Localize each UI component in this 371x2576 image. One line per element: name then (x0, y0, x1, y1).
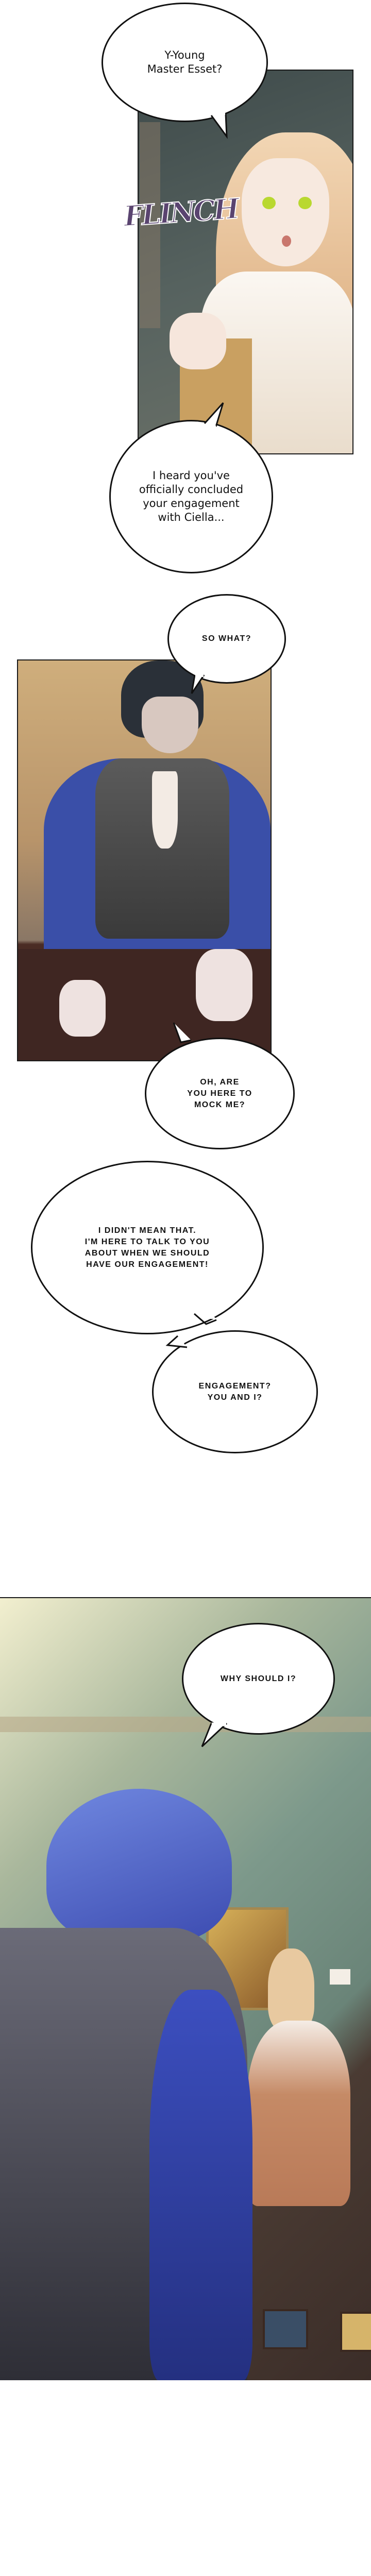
speech-bubble-didnt-mean: I DIDN'T MEAN THAT. I'M HERE TO TALK TO … (31, 1161, 264, 1334)
woman-mouth (282, 235, 291, 247)
photo-frame (340, 2312, 371, 2352)
ceiling-molding (0, 1717, 371, 1732)
speech-bubble-young-master: Y-Young Master Esset? (102, 3, 268, 122)
speech-text: I heard you've officially concluded your… (139, 469, 244, 523)
photo-frame (263, 2309, 308, 2349)
door-frame (140, 122, 160, 328)
wall-lamp (330, 1969, 350, 1985)
speech-text: Y-Young Master Esset? (147, 49, 223, 75)
panel-man-at-desk (17, 659, 272, 1061)
man-hand (59, 980, 106, 1037)
speech-text: SO WHAT? (201, 634, 252, 643)
woman-figure-hair (268, 1948, 314, 2031)
speech-bubble-why: WHY SHOULD I? (182, 1623, 335, 1735)
bubble-tail (201, 1722, 228, 1748)
man-hand (196, 949, 252, 1021)
speech-bubble-so-what: SO WHAT? (167, 594, 286, 684)
woman-figure-dress (247, 2021, 350, 2206)
man-back-arm (149, 1990, 252, 2380)
speech-bubble-heard: I heard you've officially concluded your… (109, 420, 273, 573)
bubble-tail (191, 674, 205, 694)
speech-text: OH, ARE YOU HERE TO MOCK ME? (187, 1077, 252, 1109)
woman-hand (170, 313, 226, 369)
bubble-tail (173, 1022, 192, 1043)
man-back-hair (46, 1789, 232, 1943)
man-cravat (152, 771, 178, 849)
speech-bubble-engagement: ENGAGEMENT? YOU AND I? (152, 1330, 318, 1453)
speech-bubble-mock: OH, ARE YOU HERE TO MOCK ME? (145, 1038, 295, 1149)
woman-eye (262, 197, 276, 209)
bubble-tail (204, 402, 224, 429)
woman-face (242, 158, 329, 266)
man-face (142, 697, 198, 753)
bubble-tail (210, 112, 228, 139)
bubble-tail (165, 1335, 188, 1348)
panel-room-scene (0, 1597, 371, 2380)
bubble-tail (194, 1310, 217, 1325)
speech-text: I DIDN'T MEAN THAT. I'M HERE TO TALK TO … (85, 1226, 210, 1269)
speech-text: ENGAGEMENT? YOU AND I? (198, 1381, 272, 1402)
speech-text: WHY SHOULD I? (220, 1674, 297, 1683)
woman-eye (298, 197, 312, 209)
panel-woman-startled (138, 70, 353, 454)
